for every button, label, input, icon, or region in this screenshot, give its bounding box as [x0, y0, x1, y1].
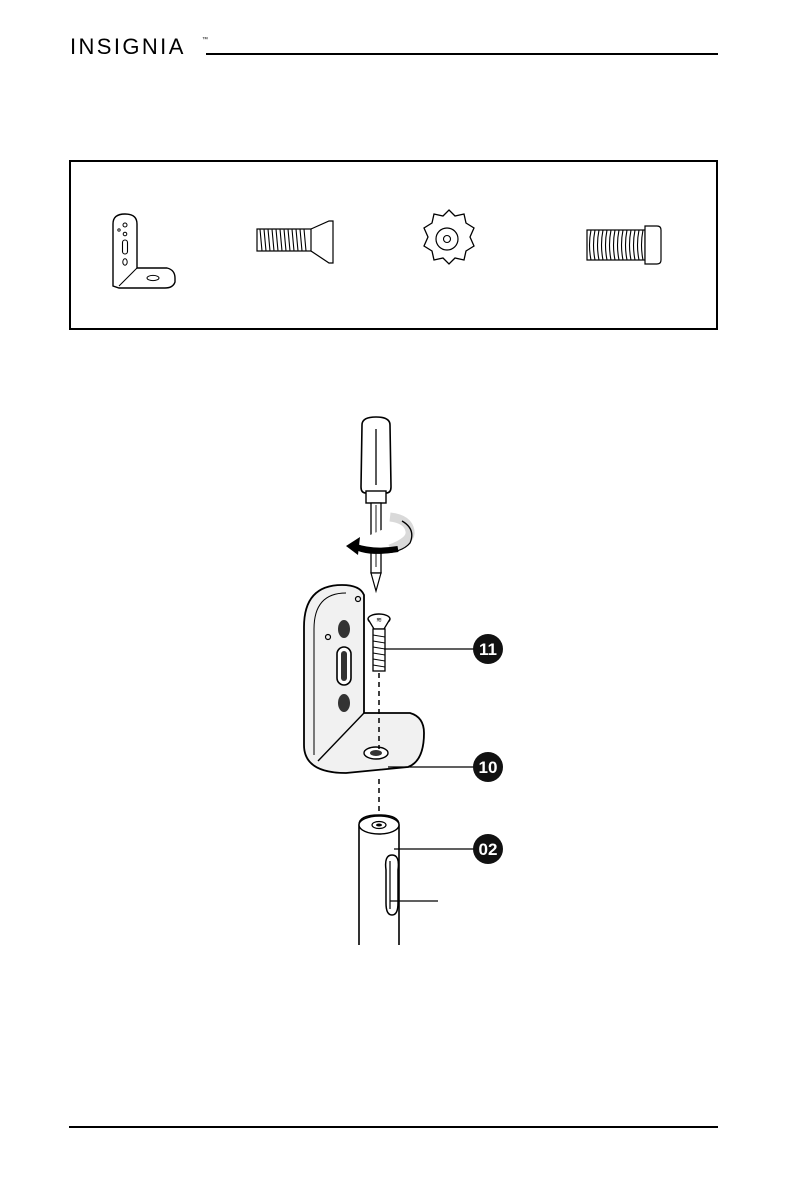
screwdriver-icon [361, 417, 391, 591]
svg-text:≋: ≋ [376, 617, 382, 624]
l-bracket-10 [304, 585, 424, 773]
callout-label-02: 02 [479, 840, 498, 859]
callout-badge-10: 10 [473, 752, 503, 782]
footer-rule [69, 1126, 718, 1128]
trademark-symbol: ™ [202, 37, 208, 43]
parts-list-box [69, 160, 718, 330]
bolt-icon [585, 222, 665, 268]
callout-label-10: 10 [479, 758, 498, 777]
callout-label-11: 11 [479, 640, 497, 659]
assembly-illustration: ≋ 11 10 02 [290, 415, 530, 945]
page-header: INSIGNIA ™ [0, 0, 794, 70]
l-bracket-icon [107, 212, 179, 294]
header-rule [206, 53, 718, 55]
flat-head-screw-11: ≋ [368, 614, 390, 671]
star-knob-icon [419, 206, 479, 270]
post-02 [359, 815, 399, 945]
callout-badge-02: 02 [473, 834, 503, 864]
flat-head-screw-icon [255, 219, 339, 265]
brand-logo: INSIGNIA [70, 34, 186, 60]
callout-badge-11: 11 [473, 634, 503, 664]
